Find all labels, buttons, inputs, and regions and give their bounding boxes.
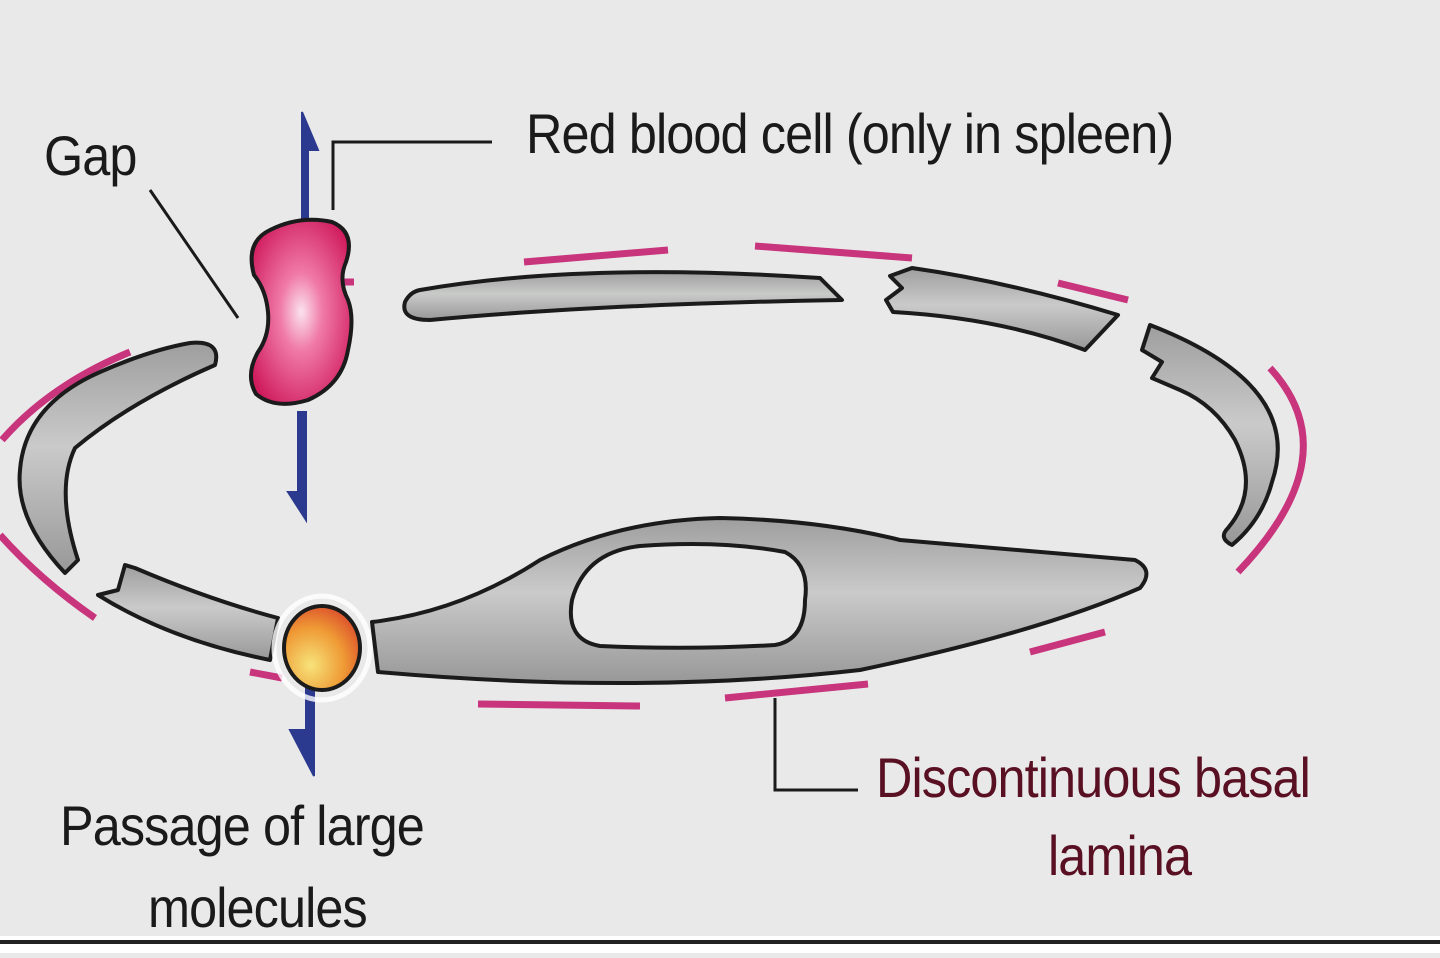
basal-lamina-segment (1029, 628, 1106, 656)
basal-lamina-segment (754, 242, 913, 262)
rbc-arrow-up (301, 111, 320, 219)
endothelial-segment-left (17, 340, 219, 575)
basal-leader (773, 698, 858, 792)
basal-lamina-segment (1235, 365, 1307, 575)
red-blood-cell-icon (249, 217, 354, 406)
basal-lamina-segment (523, 246, 669, 266)
basal-lamina-segment (724, 680, 869, 702)
red-blood-cell-label: Red blood cell (only in spleen) (526, 102, 1174, 165)
endothelial-segment-top (402, 270, 844, 322)
rbc-leader (331, 140, 492, 210)
basal-lamina-segments (0, 242, 1307, 710)
bottom-border-line (0, 940, 1440, 944)
basal-lamina-segment (249, 668, 283, 682)
rbc-arrow-down (286, 411, 307, 524)
basal-lamina-label-line1: Discontinuous basal (876, 746, 1311, 809)
basal-lamina-segment (0, 348, 132, 443)
gap-label: Gap (44, 124, 137, 187)
passage-label-line1: Passage of large (60, 794, 425, 857)
endothelial-segment-lower-left (96, 563, 280, 662)
bottom-border (0, 936, 1440, 953)
endothelial-segment-right (1140, 323, 1280, 547)
endothelial-segment-top-right (884, 266, 1120, 352)
basal-lamina-segment (1057, 279, 1129, 304)
nucleus (568, 542, 808, 650)
passage-label-line2: molecules (148, 876, 368, 939)
basal-lamina-label-line2: lamina (1048, 824, 1192, 887)
large-molecule-halo (271, 593, 373, 703)
large-molecule-icon (282, 604, 362, 692)
leader-lines (148, 140, 858, 792)
basal-lamina-segment (0, 532, 97, 621)
gap-leader (148, 189, 240, 319)
basal-lamina-segment (477, 700, 641, 710)
